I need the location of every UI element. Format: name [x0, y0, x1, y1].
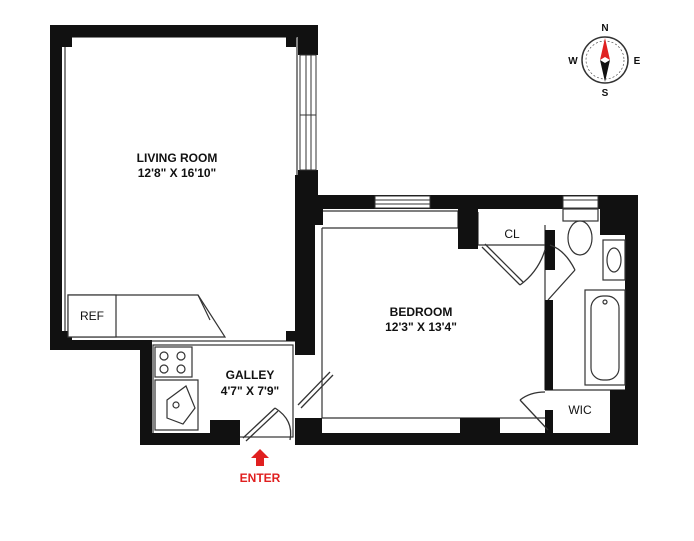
- wic-label: WIC: [568, 403, 592, 417]
- doors: [242, 243, 576, 442]
- compass-n: N: [601, 23, 608, 34]
- bedroom-dims: 12'3" X 13'4": [385, 320, 457, 334]
- bath-fixtures: [562, 208, 626, 386]
- living-room-dims: 12'8" X 16'10": [138, 166, 216, 180]
- stove: [154, 346, 193, 378]
- window-living-2: [299, 114, 317, 171]
- compass: N S E W: [568, 23, 640, 99]
- entrance-arrow-icon: [251, 449, 269, 466]
- closet-label: CL: [504, 227, 520, 241]
- ref-label: REF: [80, 309, 104, 323]
- compass-s: S: [602, 88, 609, 99]
- compass-ring-icon: [581, 36, 629, 84]
- toilet-bowl: [567, 220, 593, 256]
- entrance-label: ENTER: [240, 471, 281, 485]
- compass-needle-icon: [600, 38, 610, 60]
- compass-w: W: [568, 56, 578, 67]
- windows: [299, 54, 599, 209]
- compass-e: E: [634, 56, 641, 67]
- window-bedroom: [374, 195, 431, 209]
- toilet-tank: [562, 208, 599, 222]
- walls: [50, 25, 638, 445]
- entrance-marker: ENTER: [240, 449, 281, 485]
- window-living-1: [299, 54, 317, 116]
- kitchen-fixtures: [67, 294, 227, 431]
- galley-name: GALLEY: [226, 368, 275, 382]
- window-bath: [562, 195, 599, 209]
- living-room-name: LIVING ROOM: [137, 151, 218, 165]
- room-labels: LIVING ROOM 12'8" X 16'10" BEDROOM 12'3"…: [80, 151, 592, 417]
- galley-dims: 4'7" X 7'9": [221, 384, 279, 398]
- refrigerator: [67, 294, 117, 338]
- bedroom-name: BEDROOM: [390, 305, 453, 319]
